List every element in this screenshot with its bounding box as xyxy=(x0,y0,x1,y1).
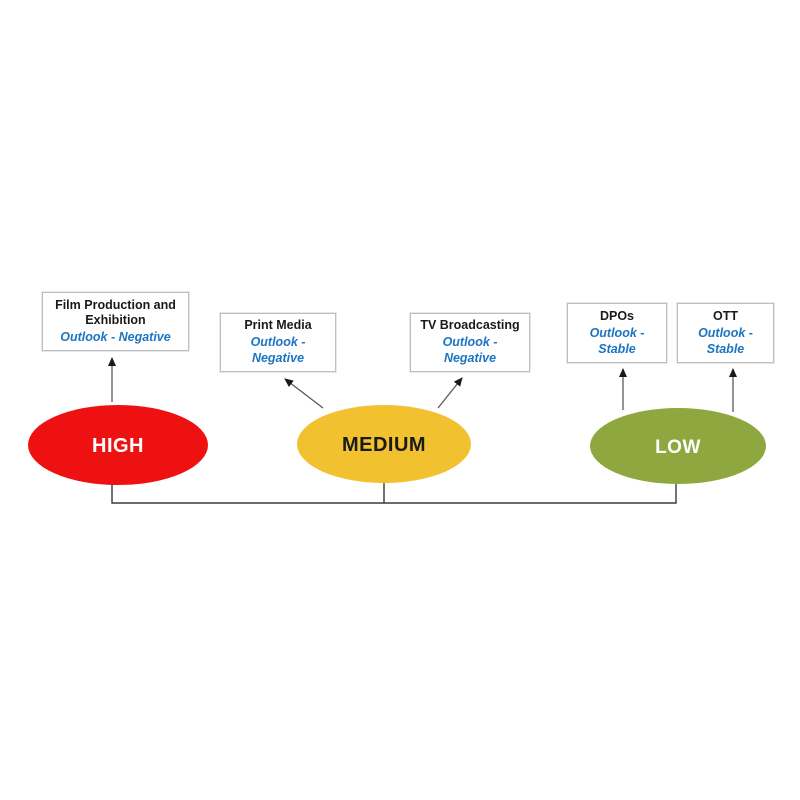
ellipse-high xyxy=(28,405,208,485)
node-box-dpos: DPOs Outlook - Stable xyxy=(567,303,667,363)
ellipse-label-medium: MEDIUM xyxy=(342,434,426,456)
node-box-tv-broadcasting: TV Broadcasting Outlook - Negative xyxy=(410,313,530,372)
node-title: TV Broadcasting xyxy=(420,318,520,333)
node-outlook: Outlook - Stable xyxy=(589,325,645,356)
bottom-connector-line xyxy=(111,483,677,504)
node-outlook: Outlook - Stable xyxy=(698,325,753,356)
node-box-print-media: Print Media Outlook - Negative xyxy=(220,313,336,372)
node-box-ott: OTT Outlook - Stable xyxy=(677,303,774,363)
node-title: Print Media xyxy=(244,318,312,333)
node-title: DPOs xyxy=(599,308,635,323)
node-title: Film Production and Exhibition xyxy=(55,297,176,328)
node-outlook: Outlook - Negative xyxy=(60,330,171,344)
arrow-medium-to-print xyxy=(284,378,324,409)
ellipse-medium xyxy=(297,405,471,483)
ellipse-label-low: LOW xyxy=(655,437,701,458)
node-outlook: Outlook - Negative xyxy=(442,335,498,366)
arrow-medium-to-tv xyxy=(437,377,463,409)
node-box-film-production-and-exhibition: Film Production and Exhibition Outlook -… xyxy=(42,292,189,351)
ellipse-low xyxy=(590,408,766,484)
node-outlook: Outlook - Negative xyxy=(250,335,306,366)
ellipse-label-high: HIGH xyxy=(92,435,144,457)
node-title: OTT xyxy=(713,308,738,323)
